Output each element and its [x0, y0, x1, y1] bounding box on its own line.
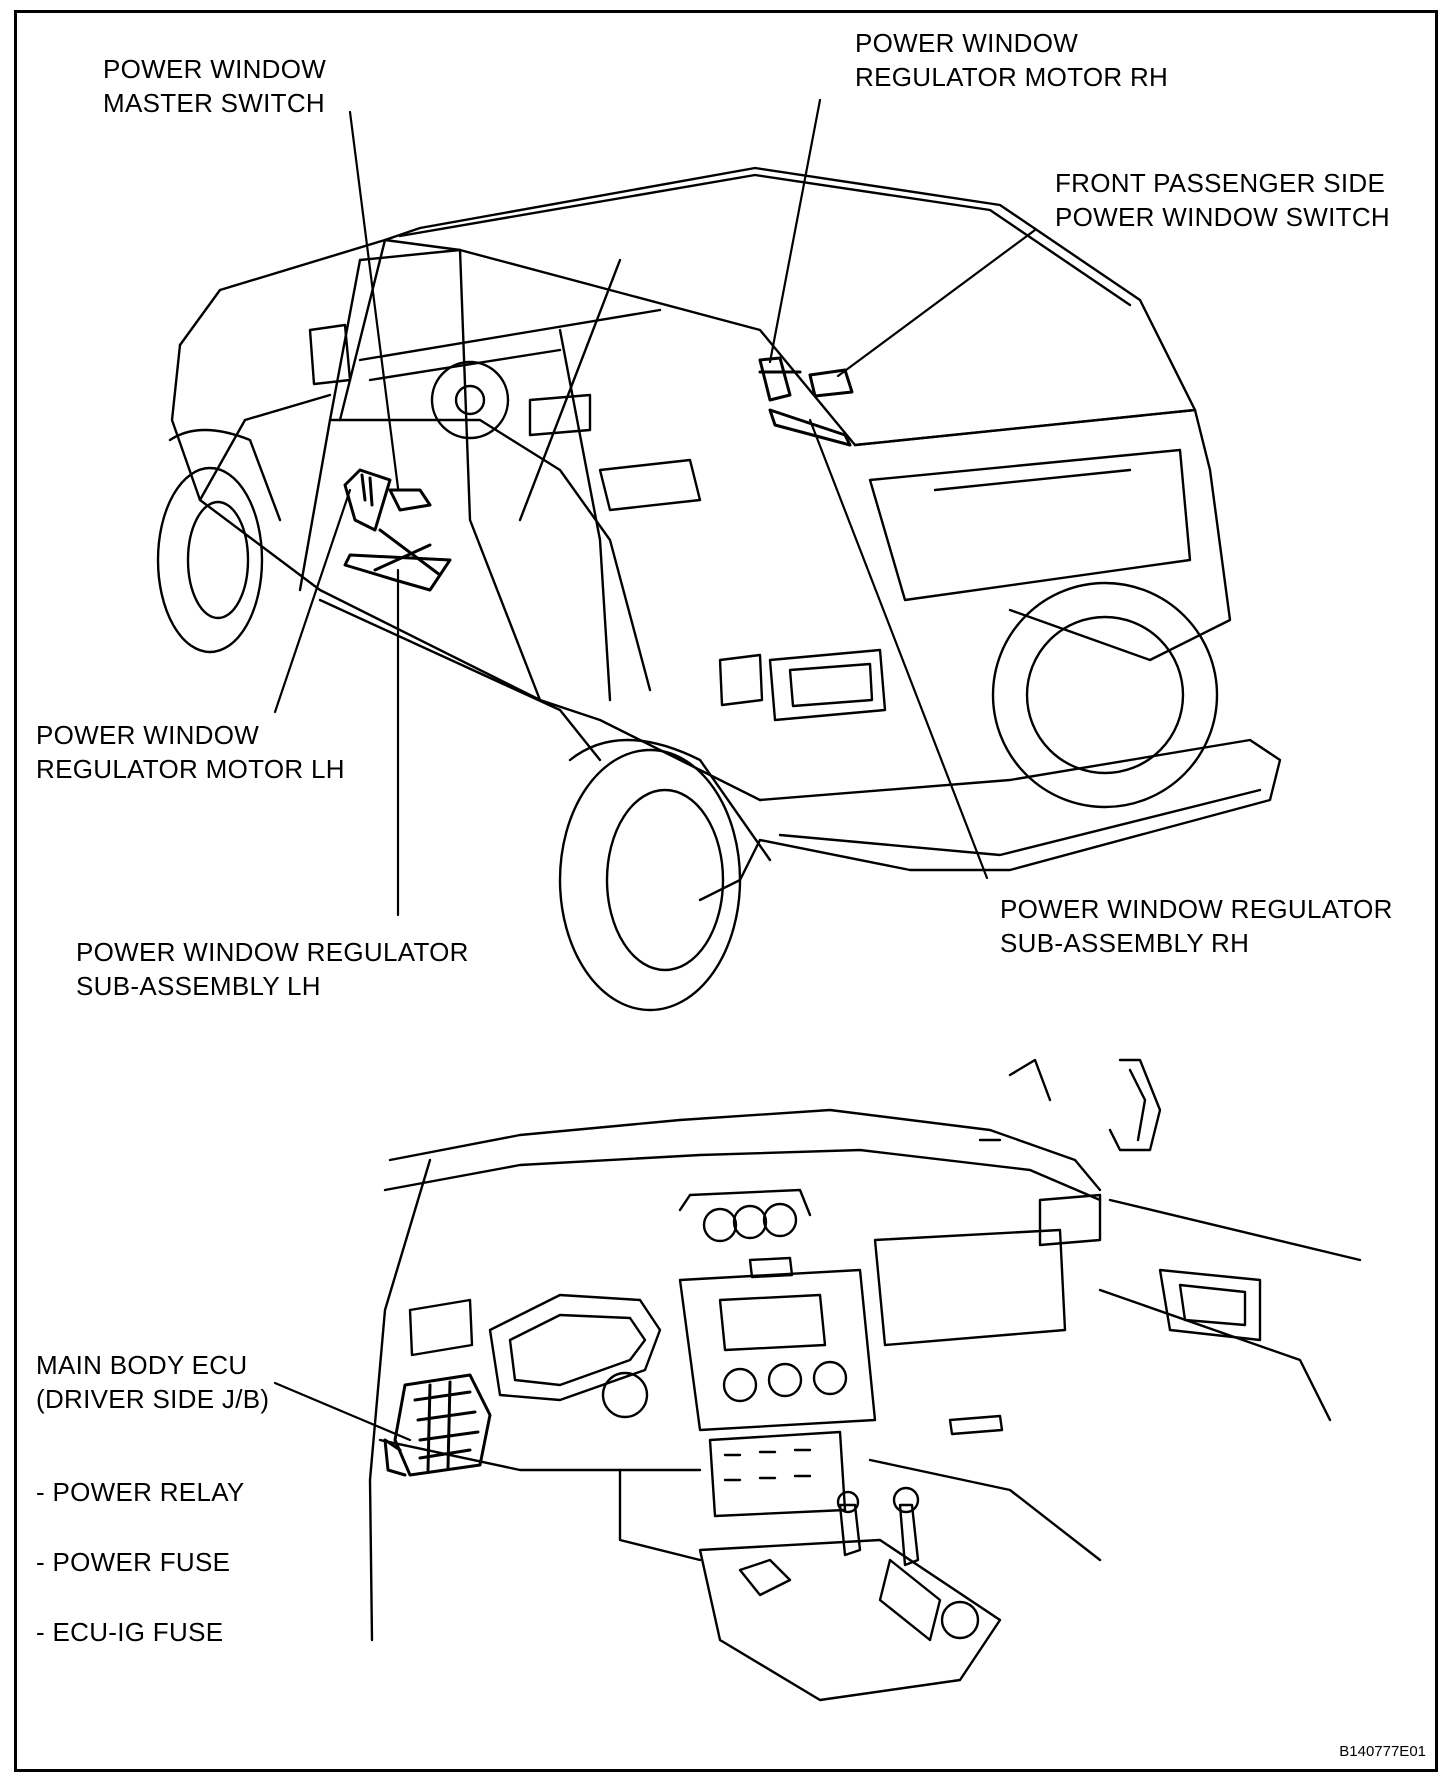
label-power-relay: - POWER RELAY [36, 1477, 245, 1507]
label-passenger-switch: FRONT PASSENGER SIDE POWER WINDOW SWITCH [1055, 168, 1390, 232]
regulator-assembly-rh [758, 356, 854, 447]
dashboard-drawing [368, 1058, 1362, 1702]
label-regulator-lh: POWER WINDOW REGULATOR SUB-ASSEMBLY LH [76, 937, 469, 1001]
label-motor-rh: POWER WINDOW REGULATOR MOTOR RH [855, 28, 1169, 92]
label-power-fuse: - POWER FUSE [36, 1547, 231, 1577]
leader-regulator-rh [808, 418, 989, 880]
label-ecu-ig-fuse: - ECU-IG FUSE [36, 1617, 224, 1647]
front-wheel [156, 466, 264, 654]
label-regulator-rh: POWER WINDOW REGULATOR SUB-ASSEMBLY RH [1000, 894, 1393, 958]
label-main-body-ecu: MAIN BODY ECU (DRIVER SIDE J/B) [36, 1350, 270, 1414]
leader-motor-lh [273, 488, 352, 714]
leader-motor-rh [768, 98, 822, 364]
leader-master-switch [348, 110, 400, 490]
diagram-frame [14, 10, 1438, 1772]
label-master-switch: POWER WINDOW MASTER SWITCH [103, 54, 327, 118]
label-motor-lh: POWER WINDOW REGULATOR MOTOR LH [36, 720, 345, 784]
vehicle-drawing [156, 166, 1282, 1012]
main-body-ecu-jb [383, 1373, 492, 1477]
spare-tire [991, 581, 1219, 809]
leader-main-body-ecu [273, 1381, 412, 1442]
leader-passenger-switch [836, 228, 1037, 378]
leader-lines [273, 98, 1037, 1442]
figure-code: B140777E01 [1339, 1743, 1426, 1760]
rear-wheel [558, 748, 742, 1012]
regulator-assembly-lh [343, 468, 452, 592]
